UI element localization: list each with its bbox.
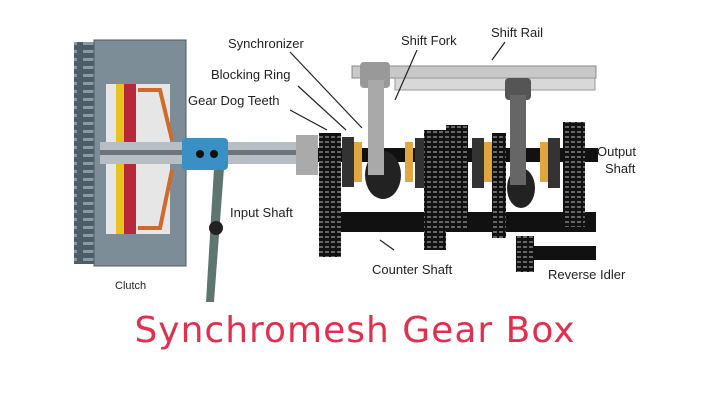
bearing [296,135,318,175]
clutch-assembly [74,39,305,267]
diagram-title: Synchromesh Gear Box [134,310,575,351]
label-counter-shaft: Counter Shaft [372,262,453,277]
label-reverse-idler: Reverse Idler [548,267,626,282]
label-input-shaft: Input Shaft [230,205,293,220]
label-output-shaft-2: Shaft [605,161,636,176]
label-shift-fork: Shift Fork [401,33,457,48]
label-output-shaft-1: Output [597,144,636,159]
shift-rail [351,65,597,91]
label-gear-dog-teeth: Gear Dog Teeth [188,93,280,108]
label-shift-rail: Shift Rail [491,25,543,40]
release-collar [182,138,228,302]
label-clutch: Clutch [115,280,146,292]
shift-forks [360,62,531,185]
gears [319,122,596,272]
leader-lines [289,41,506,251]
label-synchronizer: Synchronizer [228,36,305,51]
label-blocking-ring: Blocking Ring [211,67,291,82]
